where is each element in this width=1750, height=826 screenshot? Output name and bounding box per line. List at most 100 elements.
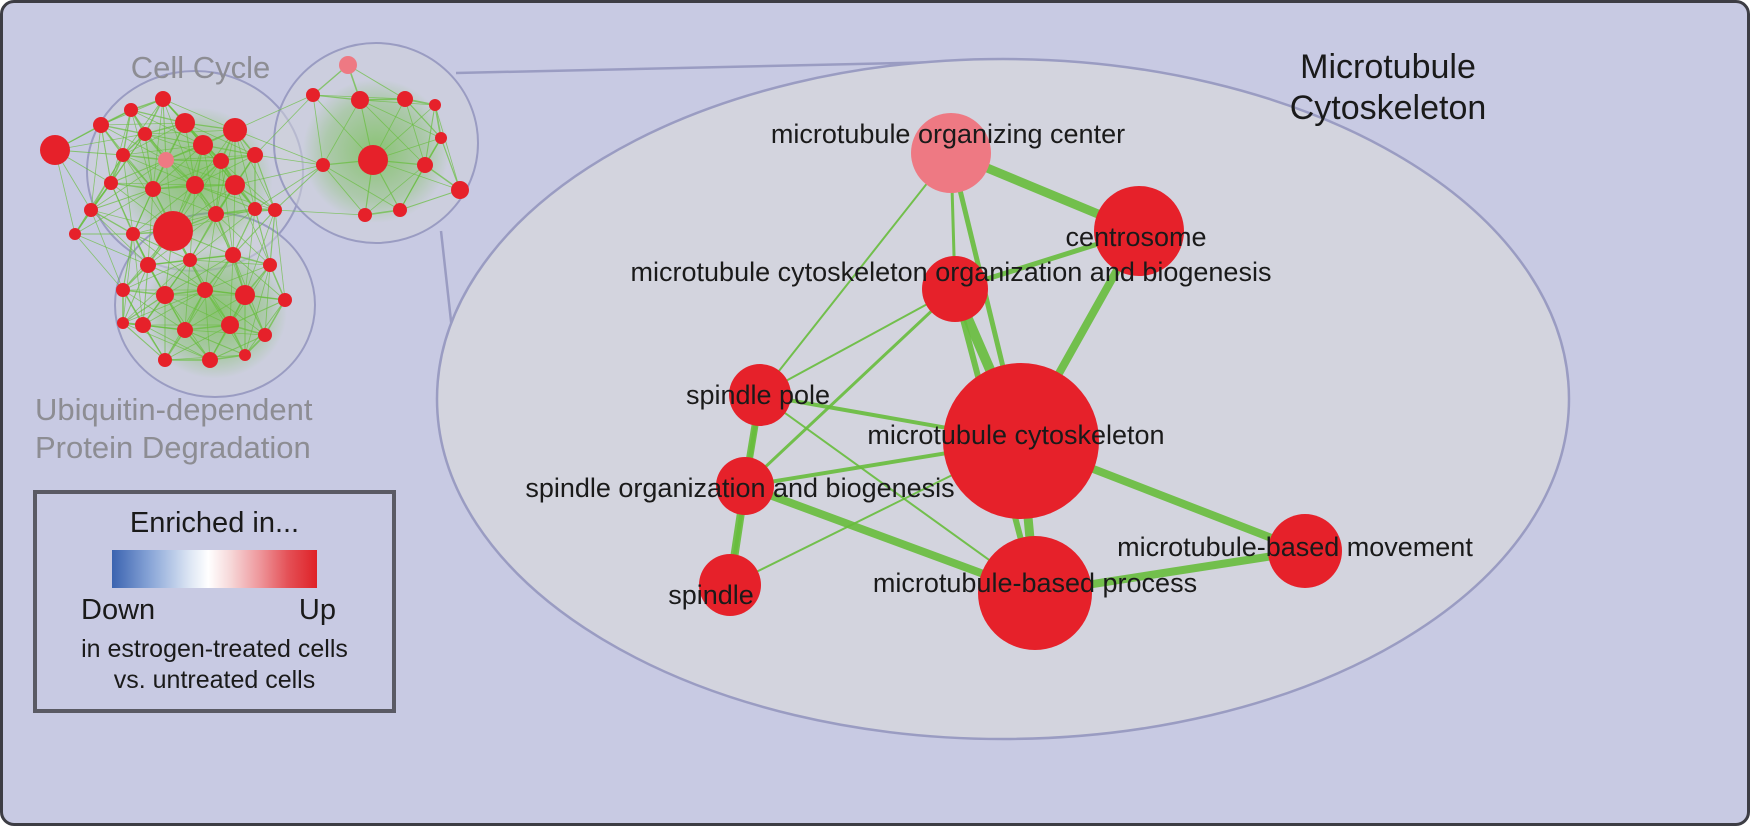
overview-edge [244,264,271,356]
overview-edge [130,109,154,190]
overview-edge [122,322,166,361]
overview-node [351,91,369,109]
node-label-sp: spindle pole [686,380,830,410]
overview-node [451,181,469,199]
overview-edge [122,233,134,291]
overview-edge [399,189,461,211]
overview-edge [184,294,246,331]
overview-node [358,208,372,222]
overview-node [358,145,388,175]
overview-node [158,353,172,367]
overview-edge [122,122,186,156]
node-label-spi: spindle [668,580,754,610]
network-svg: microtubule organizing centercentrosomem… [40,42,1571,741]
overview-edge [184,122,196,186]
overview-node [138,127,152,141]
overview-node [225,247,241,263]
edge-org-sob [743,287,957,488]
overview-node [135,317,151,333]
overview-node [393,203,407,217]
node-label-org: microtubule cytoskeleton organization an… [631,257,1272,287]
legend-gradient-bar [112,550,317,588]
node-label-mc: microtubule cytoskeleton [867,420,1164,450]
overview-edge [189,184,196,261]
overview-edge [264,264,271,336]
overview-edge [234,164,324,186]
node-label-mbp: microtubule-based process [873,568,1197,598]
overview-edge [229,254,234,326]
overview-edge [312,94,324,166]
overview-node [225,175,245,195]
overview-edge [244,208,256,296]
overview-node [202,352,218,368]
overview-edge [164,324,231,361]
overview-edge [184,122,256,156]
overview-edge [100,124,112,184]
overview-node [239,349,251,361]
overview-edge [54,133,146,151]
overview-node [155,91,171,107]
legend-title: Enriched in... [129,507,300,539]
overview-node [221,316,239,334]
overview-edge [220,160,234,256]
overview-edge [254,164,324,210]
overview-node [93,117,109,133]
overview-edge [215,129,236,215]
overview-edge [189,213,217,261]
overview-node [117,317,129,329]
overview-node [263,258,277,272]
overview-node [175,113,195,133]
overview-edge [122,289,206,324]
overview-edge [122,154,196,186]
overview-node [247,147,263,163]
overview-edge [90,124,102,211]
overview-node [116,283,130,297]
overview-edge [322,99,361,166]
overview-edge [122,259,191,324]
overview-edge [122,259,191,291]
overview-node [435,132,447,144]
overview-edge [204,264,271,291]
overview-node [158,152,174,168]
overview-edge [244,209,276,296]
overview-edge [269,209,276,266]
overview-edge [204,213,217,291]
legend-down-label: Down [81,594,156,626]
overview-edge [100,124,167,161]
overview-node [417,157,433,173]
overview-node [258,328,272,342]
overview-edge [322,164,366,216]
overview-edge [162,98,236,131]
legend-subtitle-line1: in estrogen-treated cells [81,635,348,663]
overview-edge [147,264,206,291]
overview-edge [132,184,196,235]
overview-edge [74,188,154,235]
overview-edge [189,259,271,266]
overview-node [126,227,140,241]
overview-node [223,118,247,142]
overview-node [397,91,413,107]
overview-node [339,56,357,74]
overview-edge [232,208,256,256]
overview-edge [215,160,222,215]
overview-edge [399,137,442,211]
overview-edge [194,154,256,186]
node-spi [699,554,761,616]
overview-edge [110,159,167,184]
overview-edge [424,104,436,166]
overview-edge [404,98,426,166]
overview-edge [122,98,164,156]
overview-edge [254,208,271,266]
overview-edge [372,159,461,191]
overview-node [278,293,292,307]
overview-edge [90,209,134,235]
overview-edge [440,137,461,191]
overview-edge [189,208,256,261]
overview-edge [359,99,436,106]
overview-edge [232,209,276,256]
overview-edge [122,233,134,324]
overview-node [116,148,130,162]
legend-axis-labels: Down Up [37,588,392,627]
overview-node [235,285,255,305]
overview-edge [90,188,154,211]
